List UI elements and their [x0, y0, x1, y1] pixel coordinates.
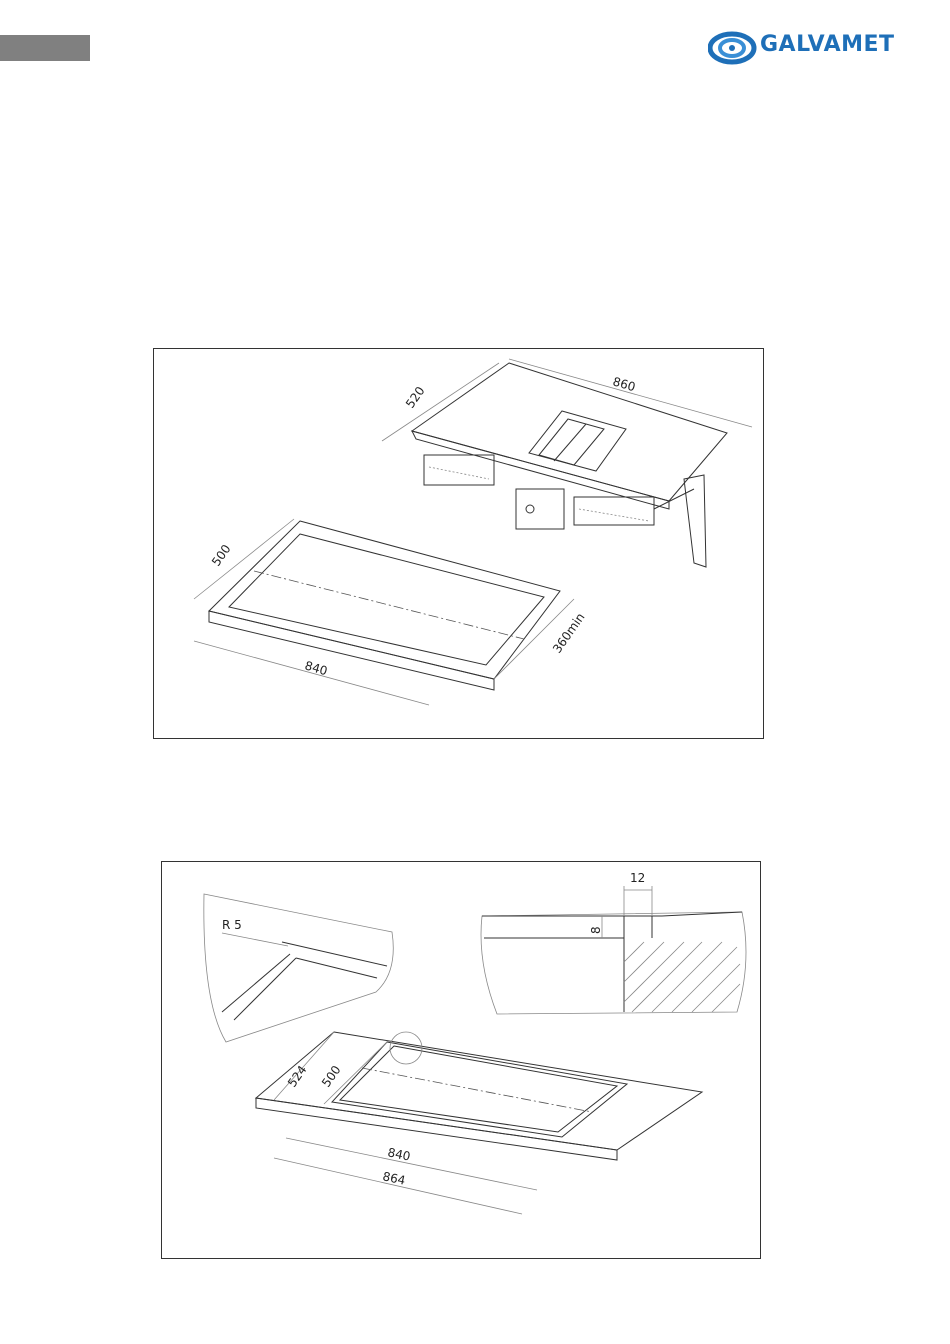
dim-inner-width: 840 [386, 1145, 411, 1163]
dim-cutout-width: 840 [303, 658, 329, 678]
dim-inner-depth: 500 [319, 1063, 344, 1090]
dim-hob-width: 860 [611, 374, 637, 394]
cutout-detail-figure: R 5 12 8 [161, 861, 761, 1259]
dim-outer-width: 864 [381, 1169, 406, 1187]
hob-installation-figure: 860 520 500 840 360min [153, 348, 764, 739]
dim-cutout-depth: 500 [209, 542, 234, 569]
logo-swirl-icon [708, 28, 758, 68]
hob-drawing: 860 520 500 840 360min [154, 349, 763, 738]
dim-radius: R 5 [222, 918, 242, 932]
page-tab-marker [0, 35, 90, 61]
dim-hob-depth: 520 [403, 384, 428, 411]
dim-outer-depth: 524 [285, 1063, 310, 1090]
dim-rebate-width: 12 [630, 871, 645, 885]
dim-rebate-depth: 8 [589, 926, 603, 934]
cutout-detail-drawing: R 5 12 8 [162, 862, 760, 1258]
logo-wordmark: GALVAMET [760, 32, 895, 57]
galvamet-logo: GALVAMET [708, 28, 908, 68]
